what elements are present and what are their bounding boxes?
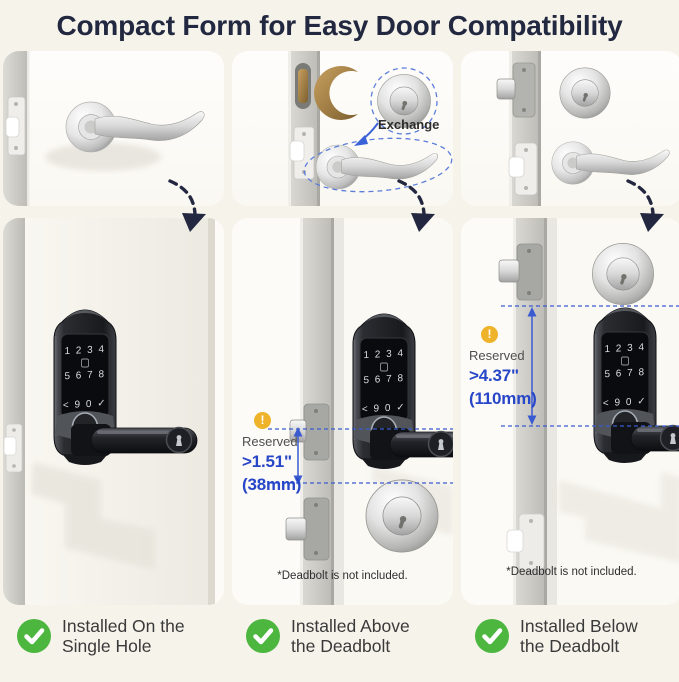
caption-line-2: Single Hole bbox=[62, 636, 185, 656]
deadbolt-bolt bbox=[497, 79, 515, 99]
warning-icon: ! bbox=[254, 412, 271, 429]
latch-bolt bbox=[509, 157, 524, 177]
page-title: Compact Form for Easy Door Compatibility bbox=[0, 10, 679, 42]
columns-grid: 1 2 3 4 5 6 7 8 < 9 0 ✓ bbox=[0, 51, 679, 657]
deadbolt-bolt bbox=[499, 260, 519, 282]
lock-lever-handle bbox=[611, 422, 679, 454]
caption-text: Installed On the Single Hole bbox=[62, 616, 185, 657]
lock-lever-handle bbox=[370, 428, 453, 460]
arrow-down-icon bbox=[166, 178, 212, 238]
installed-panel-single-hole: 1 2 3 4 5 6 7 8 < 9 0 ✓ bbox=[3, 218, 224, 605]
exchange-arrow-icon bbox=[354, 123, 378, 146]
deadbolt-cylinder bbox=[366, 480, 438, 552]
smart-lock-single-hole-illustration: 1 2 3 4 5 6 7 8 < 9 0 ✓ bbox=[3, 218, 224, 605]
smart-lock-below-deadbolt-illustration: 1 2 3 4 5 6 7 8 < 9 0 ✓ bbox=[461, 218, 679, 605]
latch-bolt bbox=[507, 530, 523, 552]
reserved-label: Reserved bbox=[469, 348, 561, 363]
keyhole-cylinder bbox=[661, 426, 679, 451]
clearance-mm: (110mm) bbox=[469, 389, 561, 409]
deadbolt-cylinder bbox=[560, 68, 610, 118]
clearance-annotation: ! Reserved >1.51" (38mm) bbox=[242, 412, 332, 495]
keypad-row-2: 5 6 7 8 bbox=[363, 373, 404, 386]
installed-panel-above-deadbolt: 1 2 3 4 5 6 7 8 < 9 0 ✓ bbox=[232, 218, 453, 605]
lock-lever-handle bbox=[71, 424, 197, 456]
caption-text: Installed Above the Deadbolt bbox=[291, 616, 410, 657]
keypad-row-3: < 9 0 ✓ bbox=[603, 396, 647, 409]
exchange-label: Exchange bbox=[378, 117, 439, 132]
caption-line-1: Installed Above bbox=[291, 616, 410, 636]
latch-bolt bbox=[290, 141, 304, 161]
keypad-row-3: < 9 0 ✓ bbox=[63, 398, 107, 411]
check-icon bbox=[246, 619, 280, 653]
check-icon bbox=[475, 619, 509, 653]
warning-icon: ! bbox=[481, 326, 498, 343]
keypad-row-2: 5 6 7 8 bbox=[64, 369, 105, 382]
check-icon bbox=[17, 619, 51, 653]
clearance-value: >1.51" bbox=[242, 452, 332, 472]
keypad-row-2: 5 6 7 8 bbox=[604, 367, 645, 380]
keypad-row-3: < 9 0 ✓ bbox=[362, 402, 406, 415]
caption-line-2: the Deadbolt bbox=[291, 636, 410, 656]
clearance-mm: (38mm) bbox=[242, 475, 332, 495]
deadbolt-bolt bbox=[286, 518, 306, 540]
clearance-annotation: ! Reserved >4.37" (110mm) bbox=[469, 326, 561, 409]
deadbolt-cylinder bbox=[592, 243, 653, 304]
arrow-down-icon bbox=[395, 178, 441, 238]
installed-panel-below-deadbolt: 1 2 3 4 5 6 7 8 < 9 0 ✓ bbox=[461, 218, 679, 605]
reserved-label: Reserved bbox=[242, 434, 332, 449]
deadbolt-footnote: *Deadbolt is not included. bbox=[232, 570, 453, 582]
deadbolt-plate bbox=[304, 498, 329, 560]
door-edge bbox=[3, 218, 25, 605]
deadbolt-footnote: *Deadbolt is not included. bbox=[461, 566, 679, 578]
arrow-down-icon bbox=[624, 178, 670, 238]
caption-below-deadbolt: Installed Below the Deadbolt bbox=[461, 605, 679, 657]
latch-bolt bbox=[6, 117, 19, 137]
caption-line-2: the Deadbolt bbox=[520, 636, 638, 656]
keypad-row-1: 1 2 3 4 bbox=[64, 344, 105, 357]
column-single-hole: 1 2 3 4 5 6 7 8 < 9 0 ✓ bbox=[3, 51, 224, 657]
door-lever-handle bbox=[66, 102, 204, 152]
column-above-deadbolt: Exchange bbox=[232, 51, 453, 657]
caption-line-1: Installed Below bbox=[520, 616, 638, 636]
brass-latch bbox=[298, 69, 308, 103]
caption-line-1: Installed On the bbox=[62, 616, 185, 636]
wood-bore-hole bbox=[314, 66, 358, 120]
latch-bolt bbox=[4, 437, 16, 455]
caption-above-deadbolt: Installed Above the Deadbolt bbox=[232, 605, 453, 657]
clearance-value: >4.37" bbox=[469, 366, 561, 386]
keypad-row-1: 1 2 3 4 bbox=[363, 348, 404, 361]
caption-text: Installed Below the Deadbolt bbox=[520, 616, 638, 657]
column-below-deadbolt: 1 2 3 4 5 6 7 8 < 9 0 ✓ bbox=[461, 51, 679, 657]
keypad-row-1: 1 2 3 4 bbox=[604, 342, 645, 355]
caption-single-hole: Installed On the Single Hole bbox=[3, 605, 224, 657]
